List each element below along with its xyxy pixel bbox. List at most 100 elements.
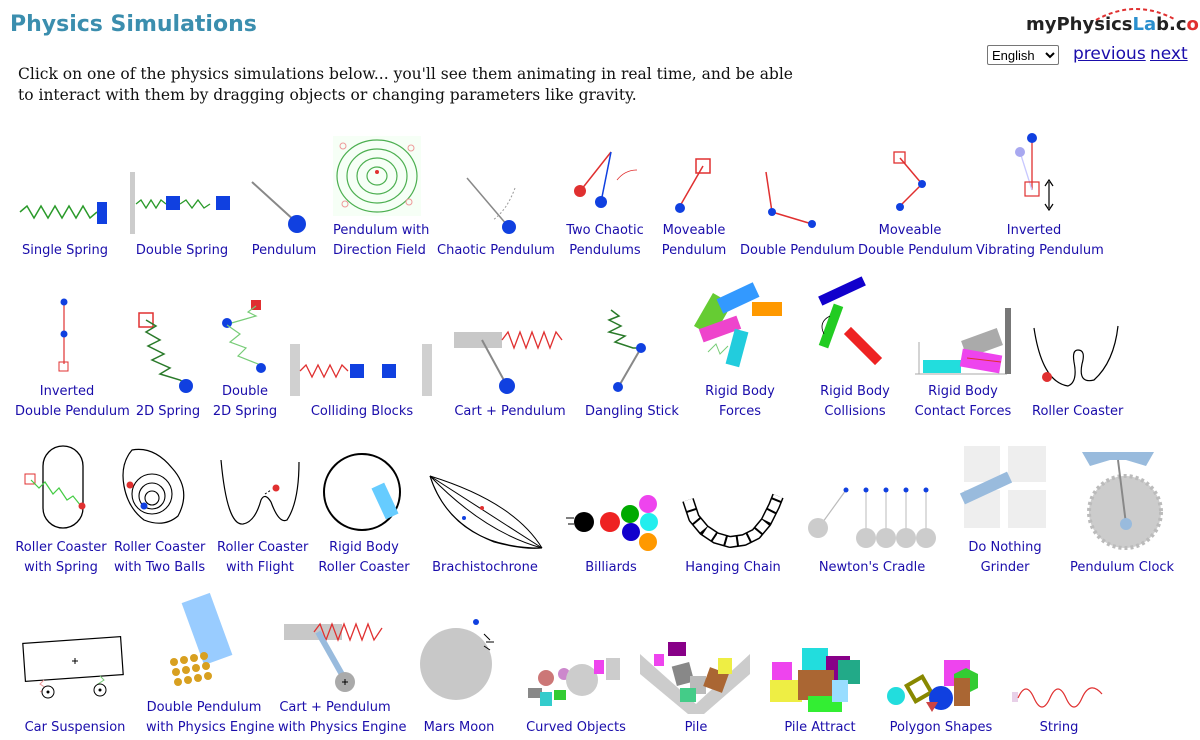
sim-caption[interactable]: Single Spring bbox=[15, 241, 115, 261]
sim-label[interactable]: with Physics Engine bbox=[278, 720, 407, 735]
sim-label[interactable]: Cart + Pendulum bbox=[279, 700, 391, 715]
sim-label[interactable]: Double Spring bbox=[135, 243, 229, 258]
sim-label[interactable]: Double Pendulum bbox=[740, 243, 855, 258]
sim-label[interactable]: Two Chaotic bbox=[566, 223, 644, 238]
sim-car-suspension[interactable]: Car Suspension bbox=[18, 630, 132, 740]
sim-caption[interactable]: Double Spring bbox=[130, 241, 234, 261]
sim-label[interactable]: Mars Moon bbox=[423, 720, 495, 735]
sim-caption[interactable]: Brachistochrone bbox=[424, 558, 546, 578]
sim-pendulum[interactable]: Pendulum bbox=[248, 130, 320, 264]
sim-label[interactable]: Forces bbox=[719, 404, 761, 419]
sim-caption[interactable]: Curved Objects bbox=[524, 718, 628, 738]
sim-label[interactable]: Rigid Body bbox=[820, 384, 890, 399]
sim-label[interactable]: Rigid Body bbox=[705, 384, 775, 399]
sim-caption[interactable]: Cart + Pendulum bbox=[452, 402, 568, 422]
sim-label[interactable]: String bbox=[1039, 720, 1079, 735]
sim-label[interactable]: Vibrating Pendulum bbox=[976, 243, 1104, 258]
sim-label[interactable]: with Spring bbox=[24, 560, 98, 575]
sim-caption[interactable]: Car Suspension bbox=[18, 718, 132, 738]
sim-pile[interactable]: Pile bbox=[640, 640, 752, 740]
sim-single-spring[interactable]: Single Spring bbox=[15, 130, 115, 264]
sim-label[interactable]: Roller Coaster bbox=[15, 540, 107, 555]
sim-string[interactable]: String bbox=[1010, 660, 1108, 740]
sim-cart-pendulum-engine[interactable]: Cart + Pendulum with Physics Engine bbox=[278, 610, 407, 740]
sim-label[interactable]: Newton's Cradle bbox=[818, 560, 926, 575]
sim-label[interactable]: Moveable bbox=[662, 223, 726, 238]
sim-label[interactable]: Chaotic Pendulum bbox=[437, 243, 555, 258]
sim-cart-pendulum[interactable]: Cart + Pendulum bbox=[452, 292, 568, 424]
sim-label[interactable]: with Flight bbox=[225, 560, 294, 575]
sim-label[interactable]: Car Suspension bbox=[24, 720, 126, 735]
sim-label[interactable]: Roller Coaster bbox=[217, 540, 309, 555]
sim-hanging-chain[interactable]: Hanging Chain bbox=[680, 482, 786, 580]
sim-label[interactable]: Pendulums bbox=[569, 243, 641, 258]
sim-label[interactable]: Pendulum bbox=[661, 243, 727, 258]
sim-caption[interactable]: Pendulum bbox=[248, 241, 320, 261]
sim-label[interactable]: Pendulum Clock bbox=[1070, 560, 1175, 575]
sim-curved-objects[interactable]: Curved Objects bbox=[524, 650, 628, 740]
sim-label[interactable]: Double Pendulum bbox=[146, 700, 262, 715]
sim-label[interactable]: Pendulum bbox=[251, 243, 317, 258]
sim-caption[interactable]: Roller Coaster with Flight bbox=[217, 538, 309, 578]
sim-label[interactable]: Moveable bbox=[878, 223, 942, 238]
sim-label[interactable]: Double Pendulum bbox=[15, 404, 130, 419]
sim-caption[interactable]: Pile bbox=[640, 718, 752, 738]
sim-label[interactable]: 2D Spring bbox=[135, 404, 201, 419]
sim-caption[interactable]: Double Pendulum bbox=[740, 241, 855, 261]
sim-label[interactable]: Do Nothing bbox=[968, 540, 1042, 555]
sim-label[interactable]: Inverted bbox=[39, 384, 95, 399]
sim-caption[interactable]: Mars Moon bbox=[414, 718, 504, 738]
sim-label[interactable]: Roller Coaster bbox=[318, 560, 410, 575]
sim-label[interactable]: Rigid Body bbox=[928, 384, 998, 399]
sim-caption[interactable]: String bbox=[1010, 718, 1108, 738]
sim-label[interactable]: Single Spring bbox=[21, 243, 109, 258]
sim-caption[interactable]: Roller Coaster bbox=[1032, 402, 1123, 422]
sim-label[interactable]: with Two Balls bbox=[114, 560, 206, 575]
sim-newtons-cradle[interactable]: Newton's Cradle bbox=[804, 482, 940, 580]
sim-label[interactable]: Contact Forces bbox=[914, 404, 1012, 419]
sim-caption[interactable]: Roller Coaster with Spring bbox=[15, 538, 107, 578]
sim-label[interactable]: Grinder bbox=[980, 560, 1030, 575]
sim-mars-moon[interactable]: Mars Moon bbox=[414, 612, 504, 740]
sim-label[interactable]: Pile Attract bbox=[784, 720, 856, 735]
next-link[interactable]: next bbox=[1150, 44, 1188, 64]
sim-pile-attract[interactable]: Pile Attract bbox=[768, 640, 872, 740]
sim-label[interactable]: Double bbox=[221, 384, 269, 399]
sim-billiards[interactable]: Billiards bbox=[562, 482, 660, 580]
sim-dangling-stick[interactable]: Dangling Stick bbox=[585, 292, 679, 424]
sim-caption[interactable]: 2D Spring bbox=[134, 402, 202, 422]
sim-label[interactable]: Colliding Blocks bbox=[310, 404, 414, 419]
sim-label[interactable]: Polygon Shapes bbox=[889, 720, 993, 735]
sim-label[interactable]: Collisions bbox=[824, 404, 886, 419]
sim-caption[interactable]: Colliding Blocks bbox=[290, 402, 434, 422]
sim-2d-spring[interactable]: 2D Spring bbox=[134, 292, 202, 424]
sim-double-pendulum[interactable]: Double Pendulum bbox=[740, 130, 855, 264]
sim-polygon-shapes[interactable]: Polygon Shapes bbox=[886, 640, 996, 740]
language-select[interactable]: English bbox=[987, 45, 1059, 65]
sim-caption[interactable]: Dangling Stick bbox=[585, 402, 679, 422]
sim-chaotic-pendulum[interactable]: Chaotic Pendulum bbox=[437, 130, 555, 264]
sim-pendulum-clock[interactable]: Pendulum Clock bbox=[1070, 446, 1175, 580]
sim-label[interactable]: Curved Objects bbox=[526, 720, 626, 735]
sim-caption[interactable]: Pile Attract bbox=[768, 718, 872, 738]
